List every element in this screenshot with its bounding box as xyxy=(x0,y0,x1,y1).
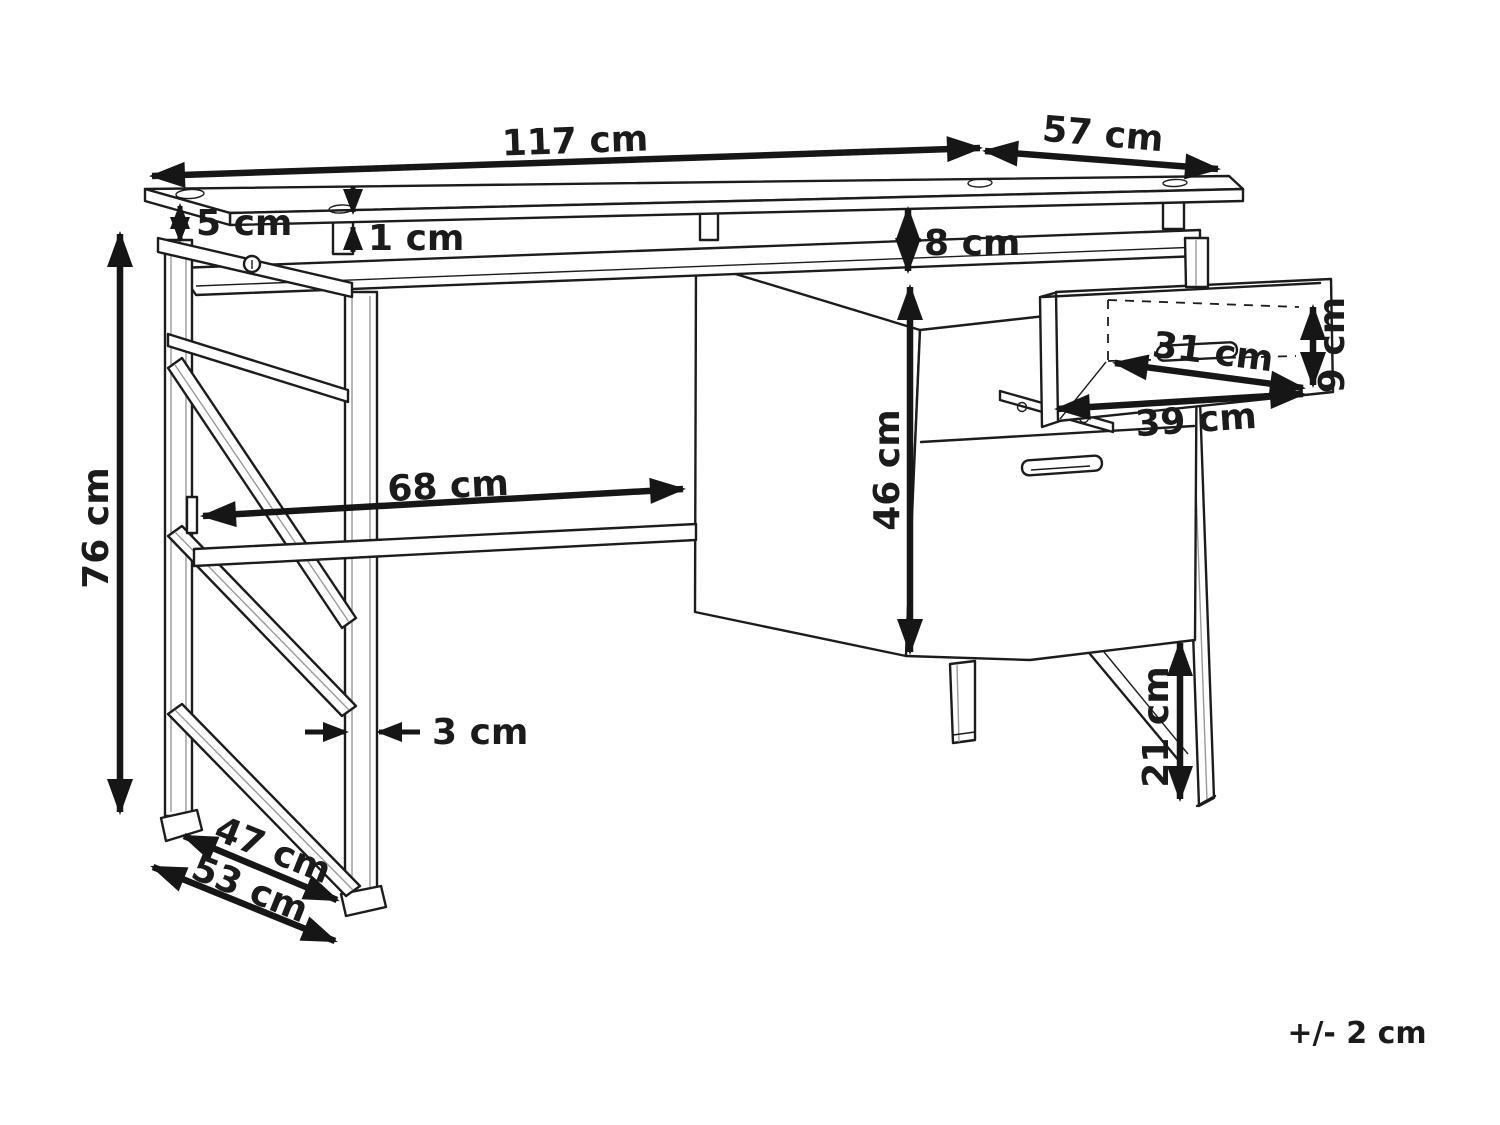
dim-label-68: 68 cm xyxy=(386,463,509,510)
glass-top xyxy=(143,174,1245,227)
dim-label-39: 39 cm xyxy=(1134,396,1258,445)
stretcher-mount-tab xyxy=(185,495,199,535)
cabinet-front-left-leg xyxy=(948,659,977,745)
dim-label-117: 117 cm xyxy=(501,118,649,164)
cabinet-door-top-edge xyxy=(919,424,1196,444)
dim-label-46: 46 cm xyxy=(867,409,908,530)
drawer-side-top-edge xyxy=(1040,281,1322,299)
dim-arrow-68 xyxy=(200,477,686,528)
cross-brace-1 xyxy=(166,356,358,630)
dim-label-1: 1 cm xyxy=(368,218,464,259)
left-frame-rear-leg xyxy=(339,290,388,918)
dim-label-21: 21 cm xyxy=(1136,666,1177,787)
dim-arrow-39 xyxy=(1054,383,1306,420)
rear-leg-foot xyxy=(339,884,388,918)
dim-label-76: 76 cm xyxy=(76,467,117,588)
tolerance-note: +/- 2 cm xyxy=(1287,1016,1426,1051)
dim-label-9: 9 cm xyxy=(1312,297,1353,393)
screw-hole-4 xyxy=(1162,178,1188,188)
dim-label-3: 3 cm xyxy=(432,712,528,753)
door-handle xyxy=(1020,454,1104,477)
front-leg-foot xyxy=(159,808,204,843)
spacer-left xyxy=(331,220,355,256)
dim-label-57: 57 cm xyxy=(1041,109,1166,160)
dim-arrow-117 xyxy=(149,136,983,188)
dim-arrow-57 xyxy=(982,140,1221,180)
stretcher-bar xyxy=(192,522,698,568)
screw-hole-1 xyxy=(175,188,205,200)
left-frame-top-tube xyxy=(166,332,350,404)
dim-label-5: 5 cm xyxy=(196,203,292,244)
dimension-arrows xyxy=(107,136,1326,945)
shelf-front-inner-line xyxy=(195,246,1201,287)
dim-label-8: 8 cm xyxy=(924,223,1020,264)
dim-arrow-53 xyxy=(150,863,338,945)
keyhole xyxy=(242,254,262,274)
desk-right-leg-upper xyxy=(1183,236,1210,289)
